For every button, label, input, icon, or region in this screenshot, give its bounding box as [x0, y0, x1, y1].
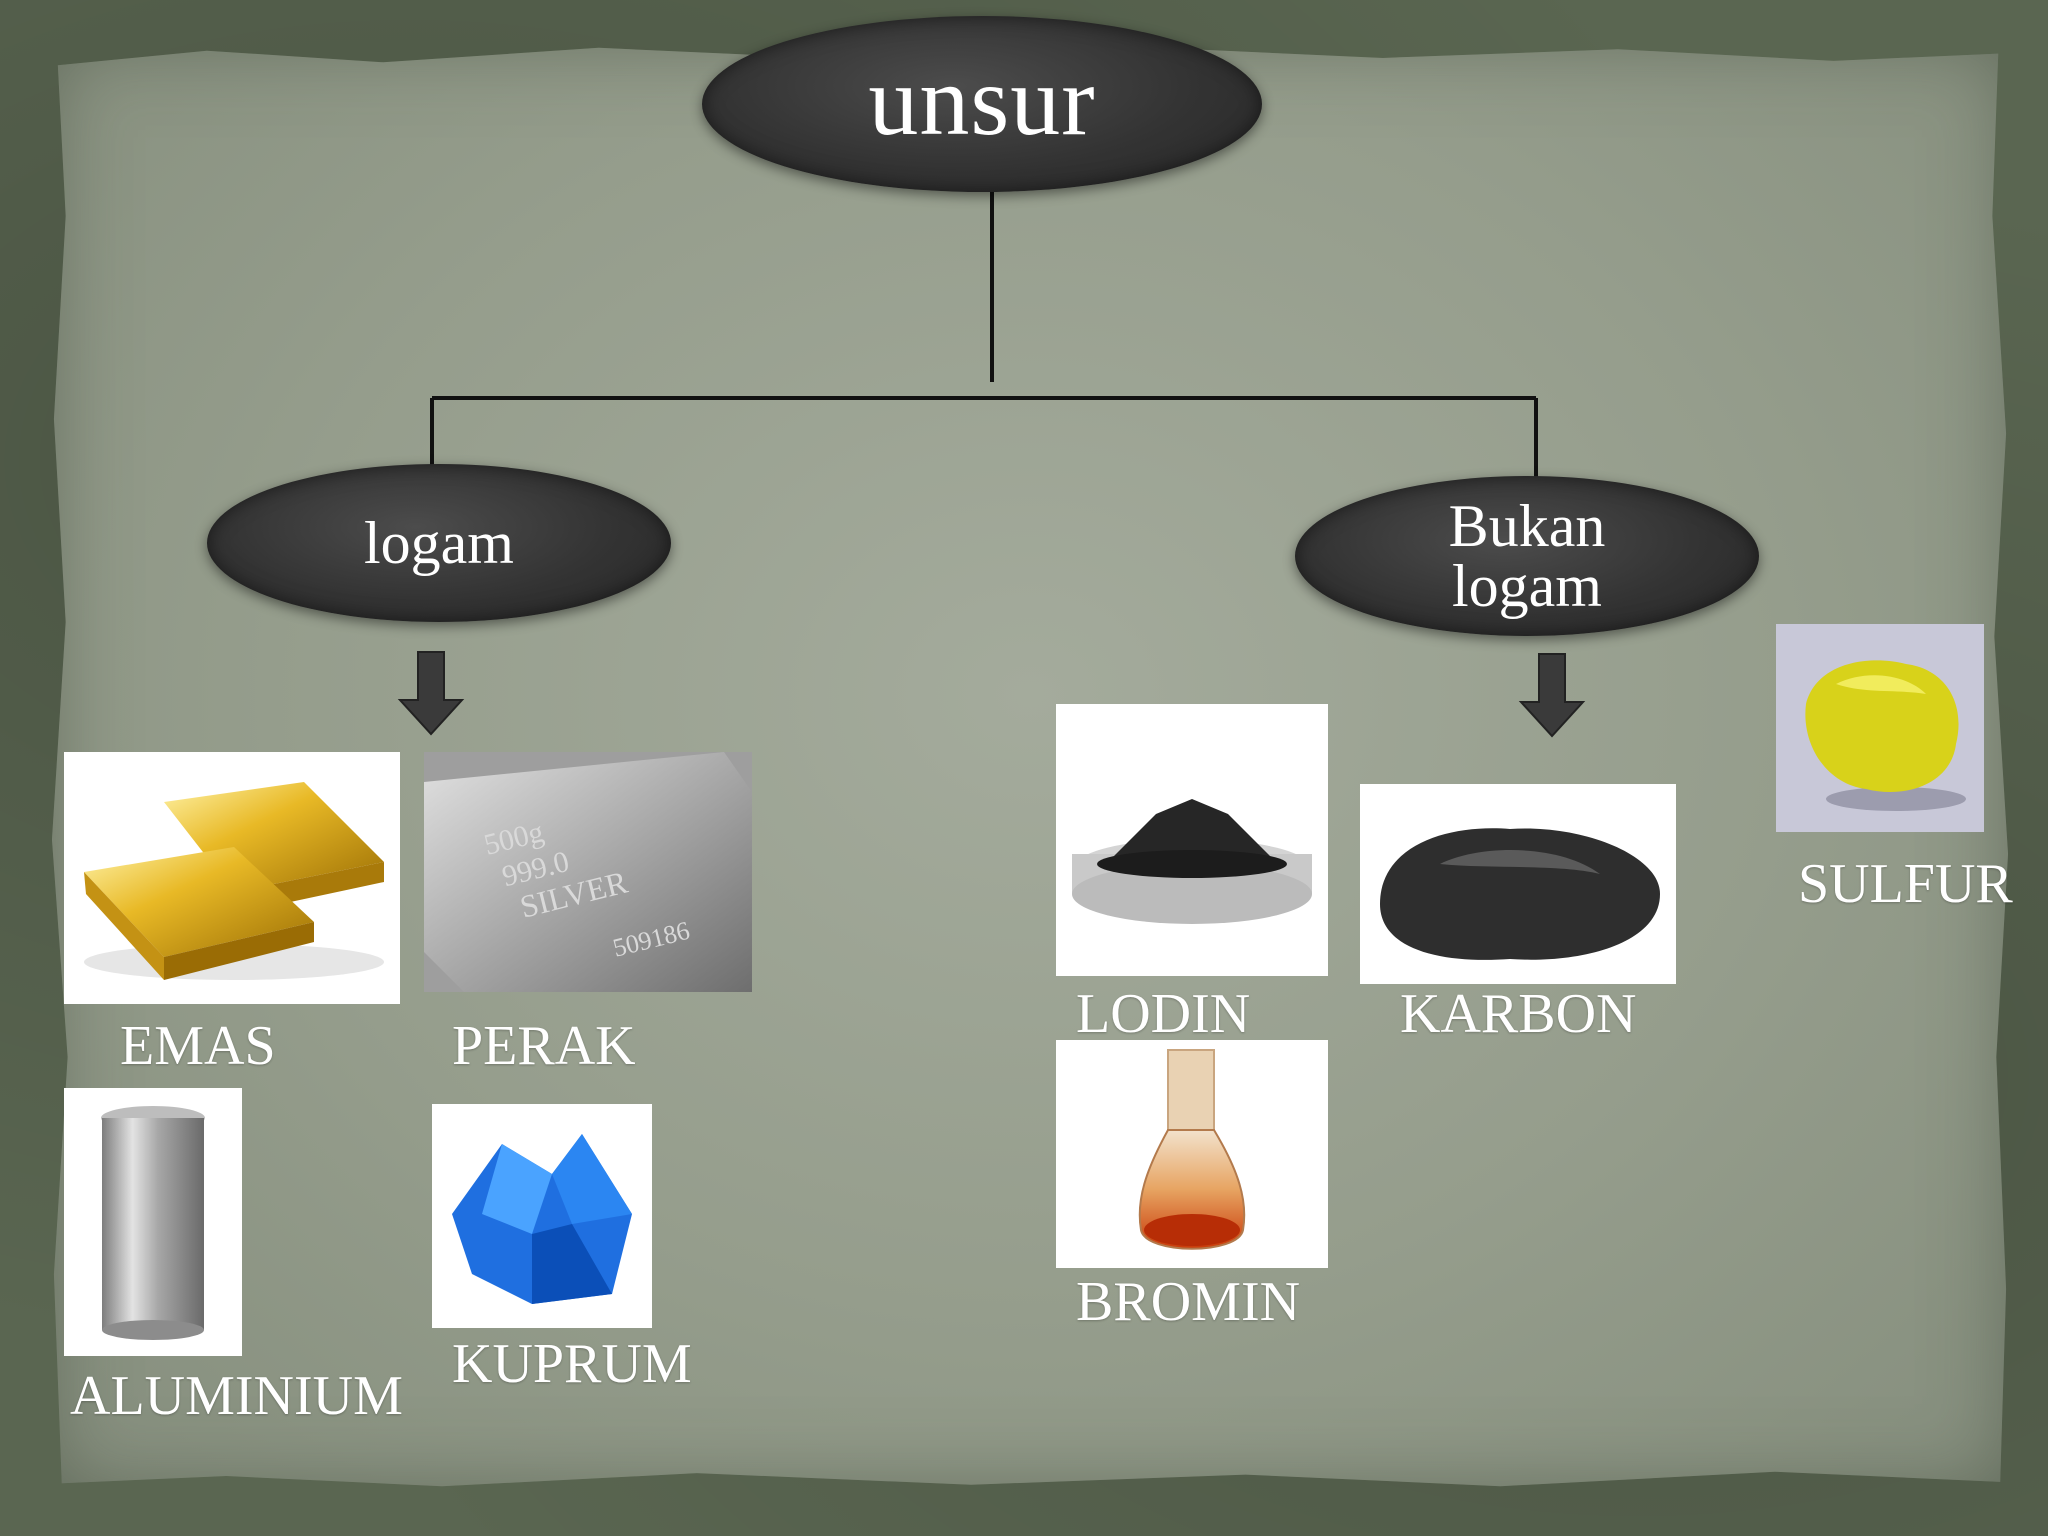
category-label-bukan: Bukan: [1448, 493, 1606, 559]
item-label-bromin: BROMIN: [1076, 1271, 1301, 1333]
gold-bars-image: [64, 752, 400, 1004]
item-label-sulfur: SULFUR: [1798, 853, 2013, 915]
item-label-emas: EMAS: [120, 1015, 276, 1077]
sulfur-image: [1776, 624, 1984, 832]
category-node-logam: logam: [207, 464, 671, 622]
root-label: unsur: [868, 44, 1096, 156]
item-label-perak: PERAK: [452, 1015, 636, 1077]
root-node-unsur: unsur: [702, 16, 1262, 192]
item-label-karbon: KARBON: [1400, 983, 1637, 1045]
category-label-logam: logam: [364, 509, 514, 576]
item-label-lodin: LODIN: [1076, 983, 1251, 1045]
silver-bar-image: 500g 999.0 SILVER 509186: [424, 752, 752, 992]
category-node-bukan-logam: Bukan logam: [1295, 476, 1759, 636]
copper-sulfate-image: [432, 1104, 652, 1328]
item-label-kuprum: KUPRUM: [452, 1333, 692, 1395]
right-down-arrow-icon: [1518, 653, 1586, 738]
iodine-image: [1056, 704, 1328, 976]
carbon-image: [1360, 784, 1676, 984]
category-label-logam-2: logam: [1452, 553, 1602, 619]
aluminium-can-image: [64, 1088, 242, 1356]
left-down-arrow-icon: [397, 651, 465, 736]
bromine-image: [1056, 1040, 1328, 1268]
item-label-aluminium: ALUMINIUM: [70, 1365, 403, 1427]
